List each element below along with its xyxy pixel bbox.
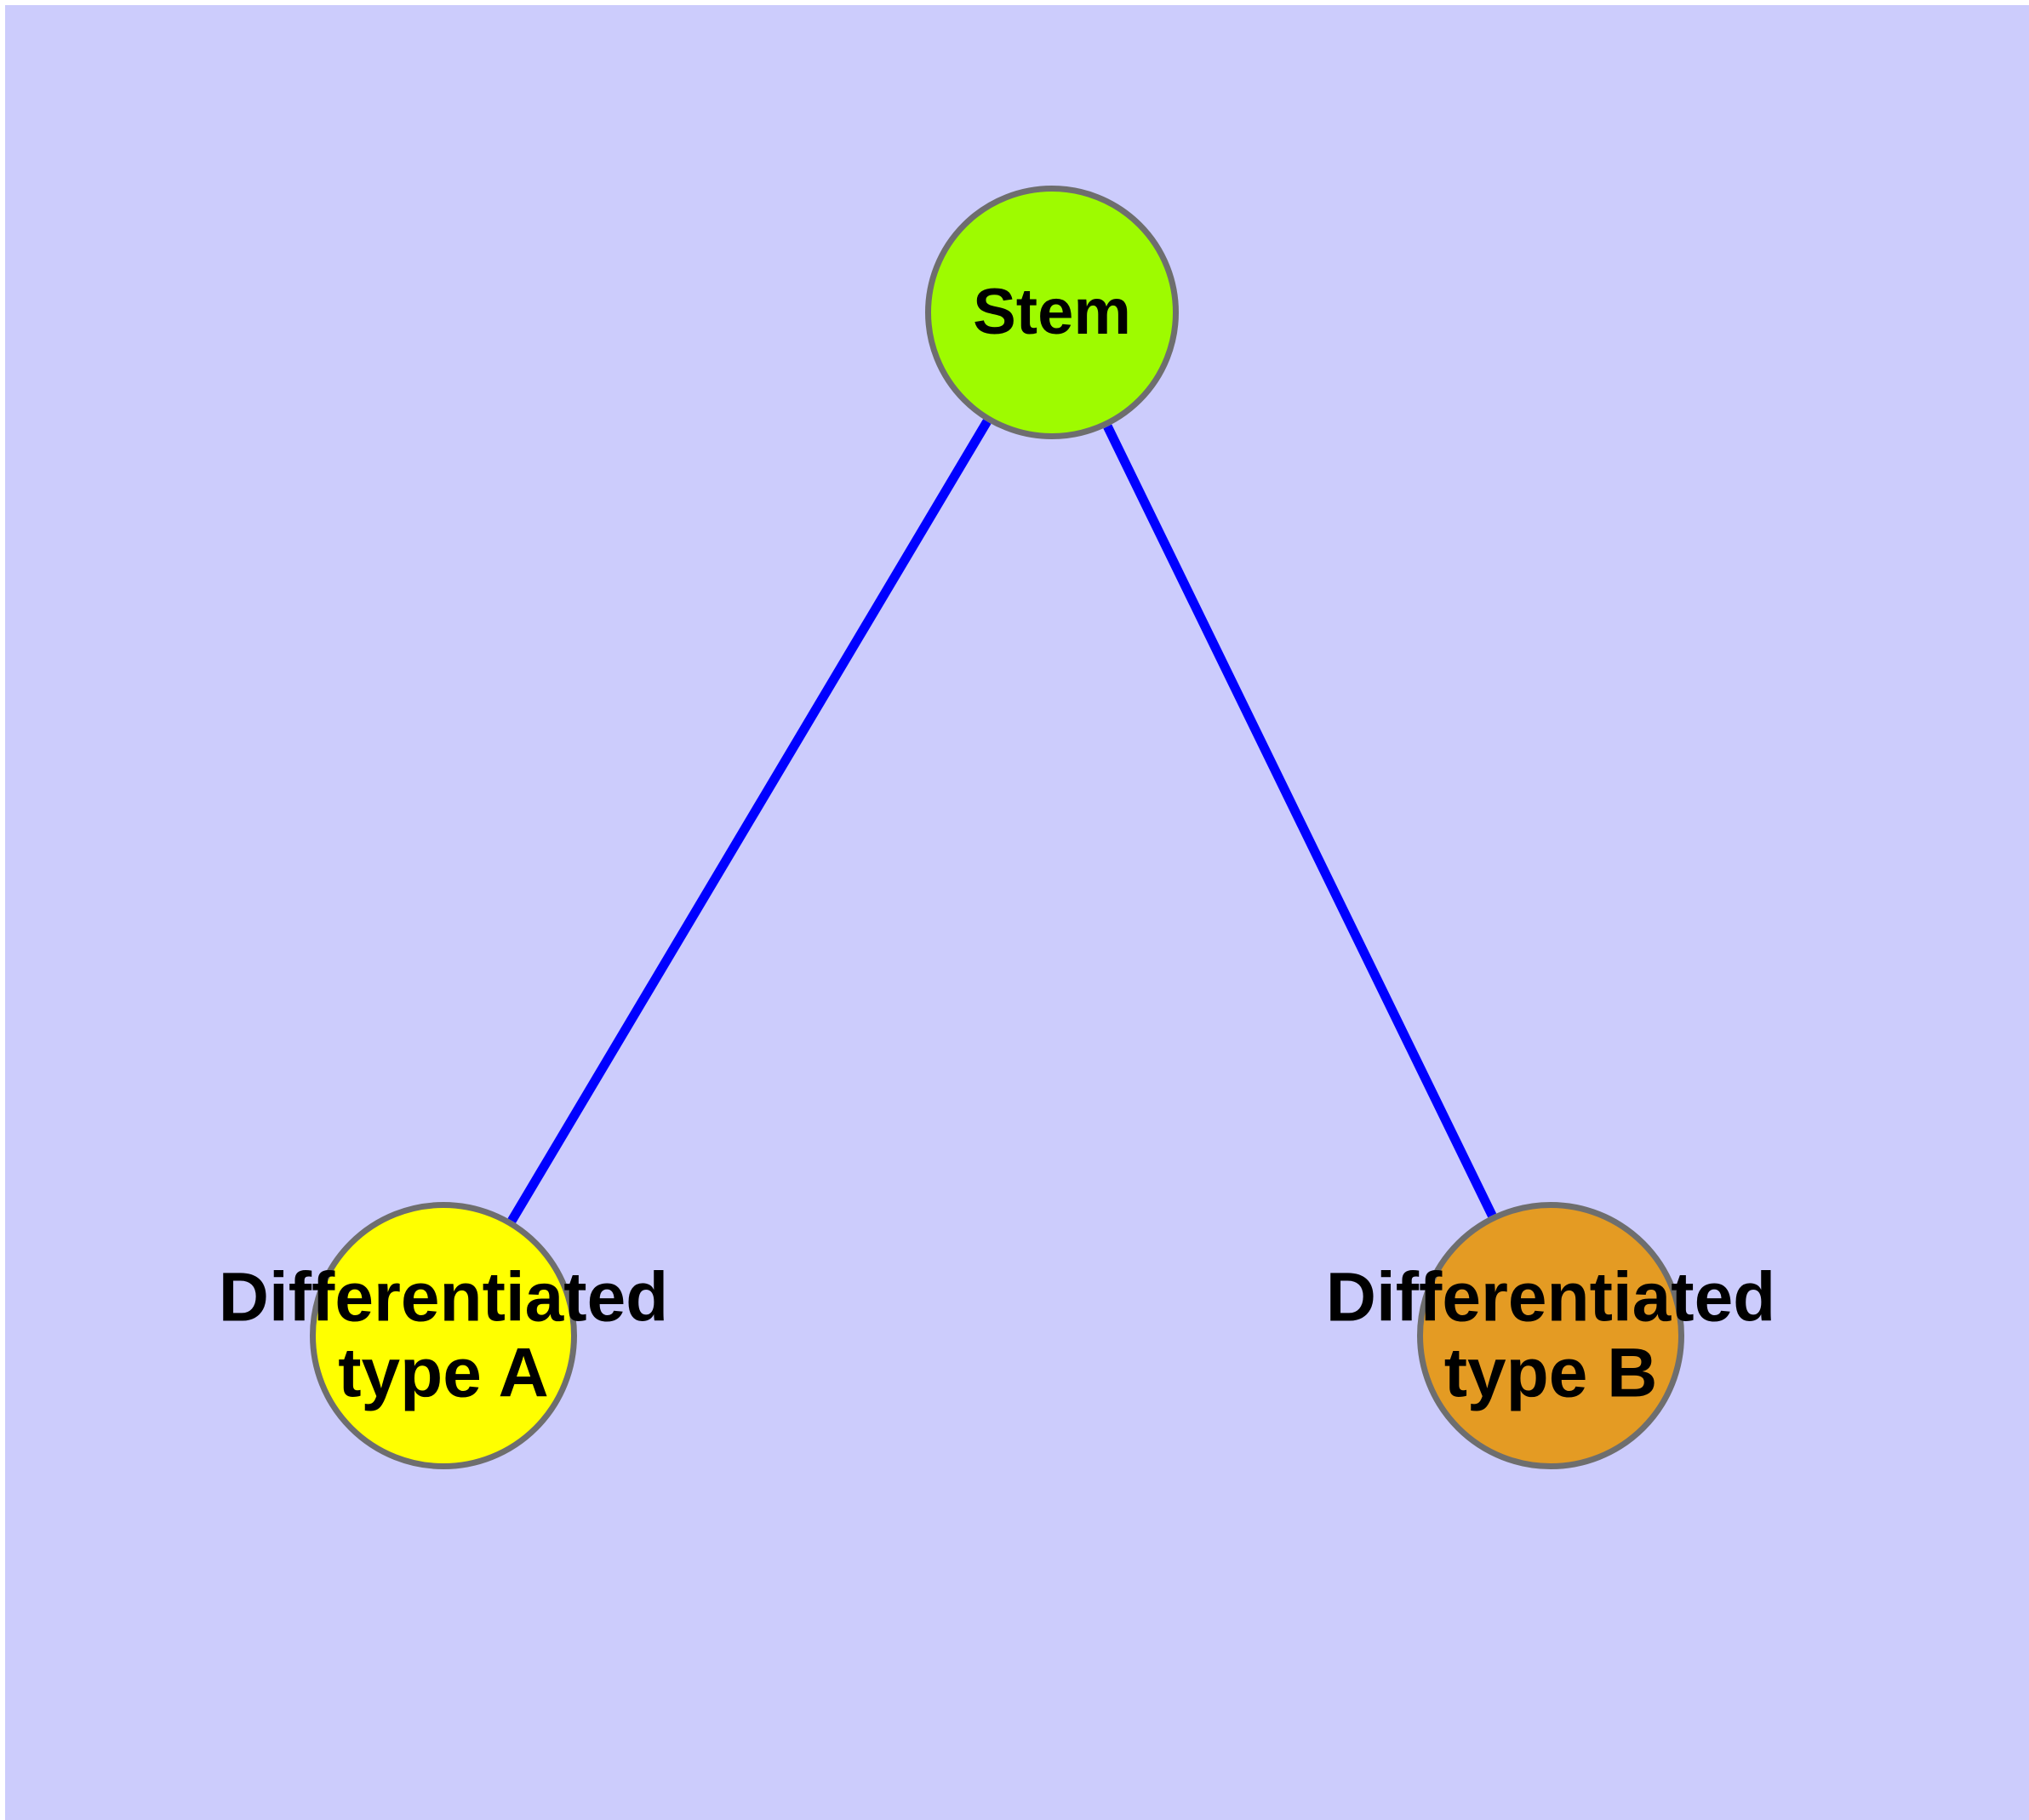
graph-node-stem[interactable] — [925, 186, 1179, 439]
graph-node-diff_a[interactable] — [310, 1202, 577, 1469]
graph-node-diff_b[interactable] — [1417, 1202, 1684, 1469]
graph-edge — [1103, 424, 1497, 1218]
nodes-group — [310, 186, 1684, 1469]
edges-group — [507, 419, 1497, 1223]
graph-edge — [507, 419, 992, 1223]
